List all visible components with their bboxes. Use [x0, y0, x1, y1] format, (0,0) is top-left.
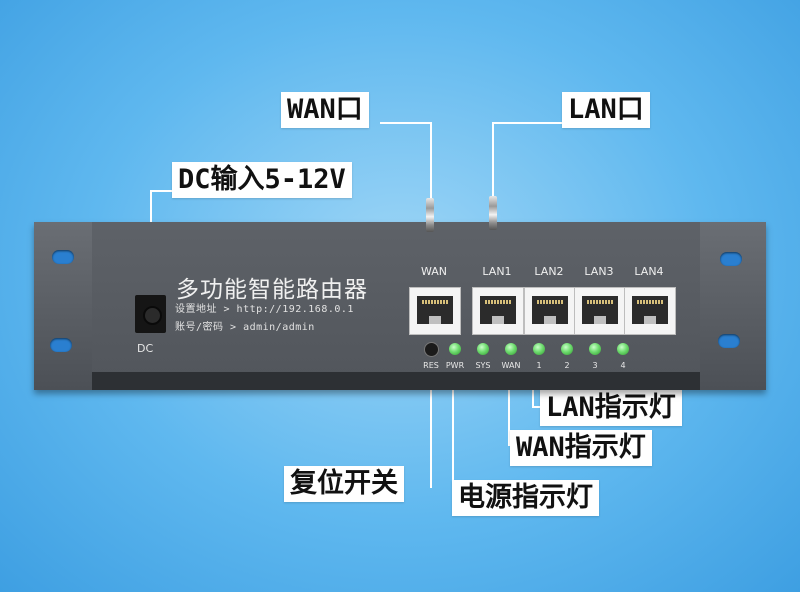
lan1-led	[533, 343, 545, 355]
indicator-label-sys: SYS	[475, 361, 491, 370]
lan-led-callout: LAN指示灯	[540, 390, 682, 426]
indicator-label-2: 2	[564, 361, 570, 370]
reset-switch-callout: 复位开关	[284, 466, 404, 502]
mount-hole-top-left	[52, 250, 74, 264]
mount-hole-bottom-left	[50, 338, 72, 352]
dc-label: DC	[137, 342, 154, 355]
sys-led	[477, 343, 489, 355]
port-label-wan: WAN	[420, 265, 448, 278]
indicator-label-4: 4	[620, 361, 626, 370]
lan-callout-line-v	[492, 122, 494, 200]
account-password: 账号/密码 > admin/admin	[175, 322, 315, 333]
lan1-port[interactable]	[472, 287, 524, 335]
indicator-label-pwr: PWR	[445, 361, 465, 370]
lan-cable-connector	[489, 196, 497, 230]
power-callout-line	[452, 370, 454, 496]
wan-callout-line-h	[380, 122, 432, 124]
port-label-lan2: LAN2	[534, 265, 564, 278]
lan2-port[interactable]	[524, 287, 576, 335]
lan3-port[interactable]	[574, 287, 626, 335]
indicator-label-res: RES	[423, 361, 439, 370]
port-label-lan4: LAN4	[634, 265, 664, 278]
dc-callout-line-h	[150, 190, 172, 192]
reset-callout-line	[430, 370, 432, 488]
power-led-callout: 电源指示灯	[452, 480, 599, 516]
wan-led-callout: WAN指示灯	[510, 430, 652, 466]
lan-led-callout-line-h	[532, 406, 544, 408]
wan-led	[505, 343, 517, 355]
port-label-lan1: LAN1	[482, 265, 512, 278]
dc-input-callout: DC输入5-12V	[172, 162, 352, 198]
wan-port[interactable]	[409, 287, 461, 335]
setup-address: 设置地址 > http://192.168.0.1	[175, 304, 354, 315]
reset-button[interactable]	[424, 342, 439, 357]
pwr-led	[449, 343, 461, 355]
indicator-label-3: 3	[592, 361, 598, 370]
dc-power-jack	[135, 295, 166, 333]
wan-cable-connector	[426, 198, 434, 232]
wan-callout-line-v	[430, 122, 432, 200]
indicator-label-wan: WAN	[501, 361, 521, 370]
mount-hole-top-right	[720, 252, 742, 266]
mount-hole-bottom-right	[718, 334, 740, 348]
lan-callout-line-h	[492, 122, 562, 124]
lan-port-callout: LAN口	[562, 92, 650, 128]
port-label-lan3: LAN3	[584, 265, 614, 278]
wan-port-callout: WAN口	[281, 92, 369, 128]
router-panel-base	[92, 372, 700, 390]
lan3-led	[589, 343, 601, 355]
lan4-led	[617, 343, 629, 355]
wan-led-callout-line-v	[508, 370, 510, 446]
lan4-port[interactable]	[624, 287, 676, 335]
lan2-led	[561, 343, 573, 355]
indicator-label-1: 1	[536, 361, 542, 370]
product-title: 多功能智能路由器	[176, 277, 368, 303]
